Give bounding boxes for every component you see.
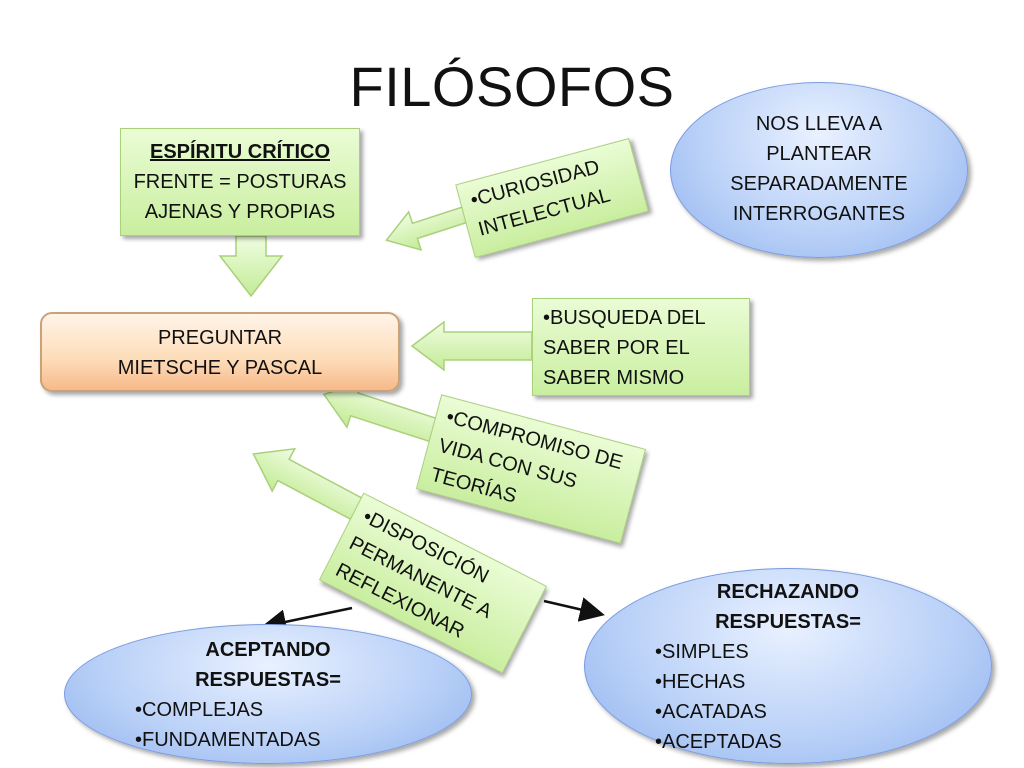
arrow-busqueda <box>410 320 533 372</box>
accepting-heading-1: ACEPTANDO <box>205 639 331 661</box>
arrow-to-rejecting <box>543 597 605 622</box>
interrogantes-oval: NOS LLEVA A PLANTEAR SEPARADAMENTE INTER… <box>670 82 968 258</box>
critical-spirit-line-1: FRENTE = POSTURAS <box>133 171 347 193</box>
rejecting-item: •HECHAS <box>655 671 746 693</box>
rejecting-heading-1: RECHAZANDO <box>716 581 860 603</box>
busqueda-line-1: •BUSQUEDA DEL <box>543 307 706 329</box>
rejecting-heading-2: RESPUESTAS= <box>715 611 861 633</box>
busqueda-line-3: SABER MISMO <box>543 367 685 389</box>
preguntar-line-2: MIETSCHE Y PASCAL <box>117 357 323 379</box>
rejecting-item: •ACATADAS <box>655 701 767 723</box>
critical-spirit-box: ESPÍRITU CRÍTICO FRENTE = POSTURAS AJENA… <box>120 128 360 236</box>
critical-spirit-heading: ESPÍRITU CRÍTICO <box>149 141 330 163</box>
down-arrow <box>218 235 284 298</box>
oval-top-line-3: SEPARADAMENTE <box>730 173 908 195</box>
accepting-heading-2: RESPUESTAS= <box>195 669 341 691</box>
accepting-item: •FUNDAMENTADAS <box>135 729 321 751</box>
preguntar-box: PREGUNTAR MIETSCHE Y PASCAL <box>40 312 400 392</box>
rejecting-item: •ACEPTADAS <box>655 731 782 753</box>
rejecting-oval: RECHAZANDO RESPUESTAS= •SIMPLES •HECHAS … <box>584 568 992 764</box>
oval-top-line-4: INTERROGANTES <box>732 203 906 225</box>
accepting-item: •COMPLEJAS <box>135 699 264 721</box>
busqueda-line-2: SABER POR EL <box>543 337 690 359</box>
rejecting-list: •SIMPLES •HECHAS •ACATADAS •ACEPTADAS <box>655 637 991 757</box>
oval-top-line-1: NOS LLEVA A <box>755 113 883 135</box>
rejecting-item: •SIMPLES <box>655 641 749 663</box>
preguntar-line-1: PREGUNTAR <box>157 327 283 349</box>
page-title: FILÓSOFOS <box>349 55 675 118</box>
arrow-to-accepting <box>261 606 353 635</box>
busqueda-box: •BUSQUEDA DEL SABER POR EL SABER MISMO <box>532 298 750 396</box>
accepting-list: •COMPLEJAS •FUNDAMENTADAS <box>135 695 471 755</box>
accepting-oval: ACEPTANDO RESPUESTAS= •COMPLEJAS •FUNDAM… <box>64 624 472 764</box>
oval-top-line-2: PLANTEAR <box>766 143 872 165</box>
critical-spirit-line-2: AJENAS Y PROPIAS <box>144 201 336 223</box>
